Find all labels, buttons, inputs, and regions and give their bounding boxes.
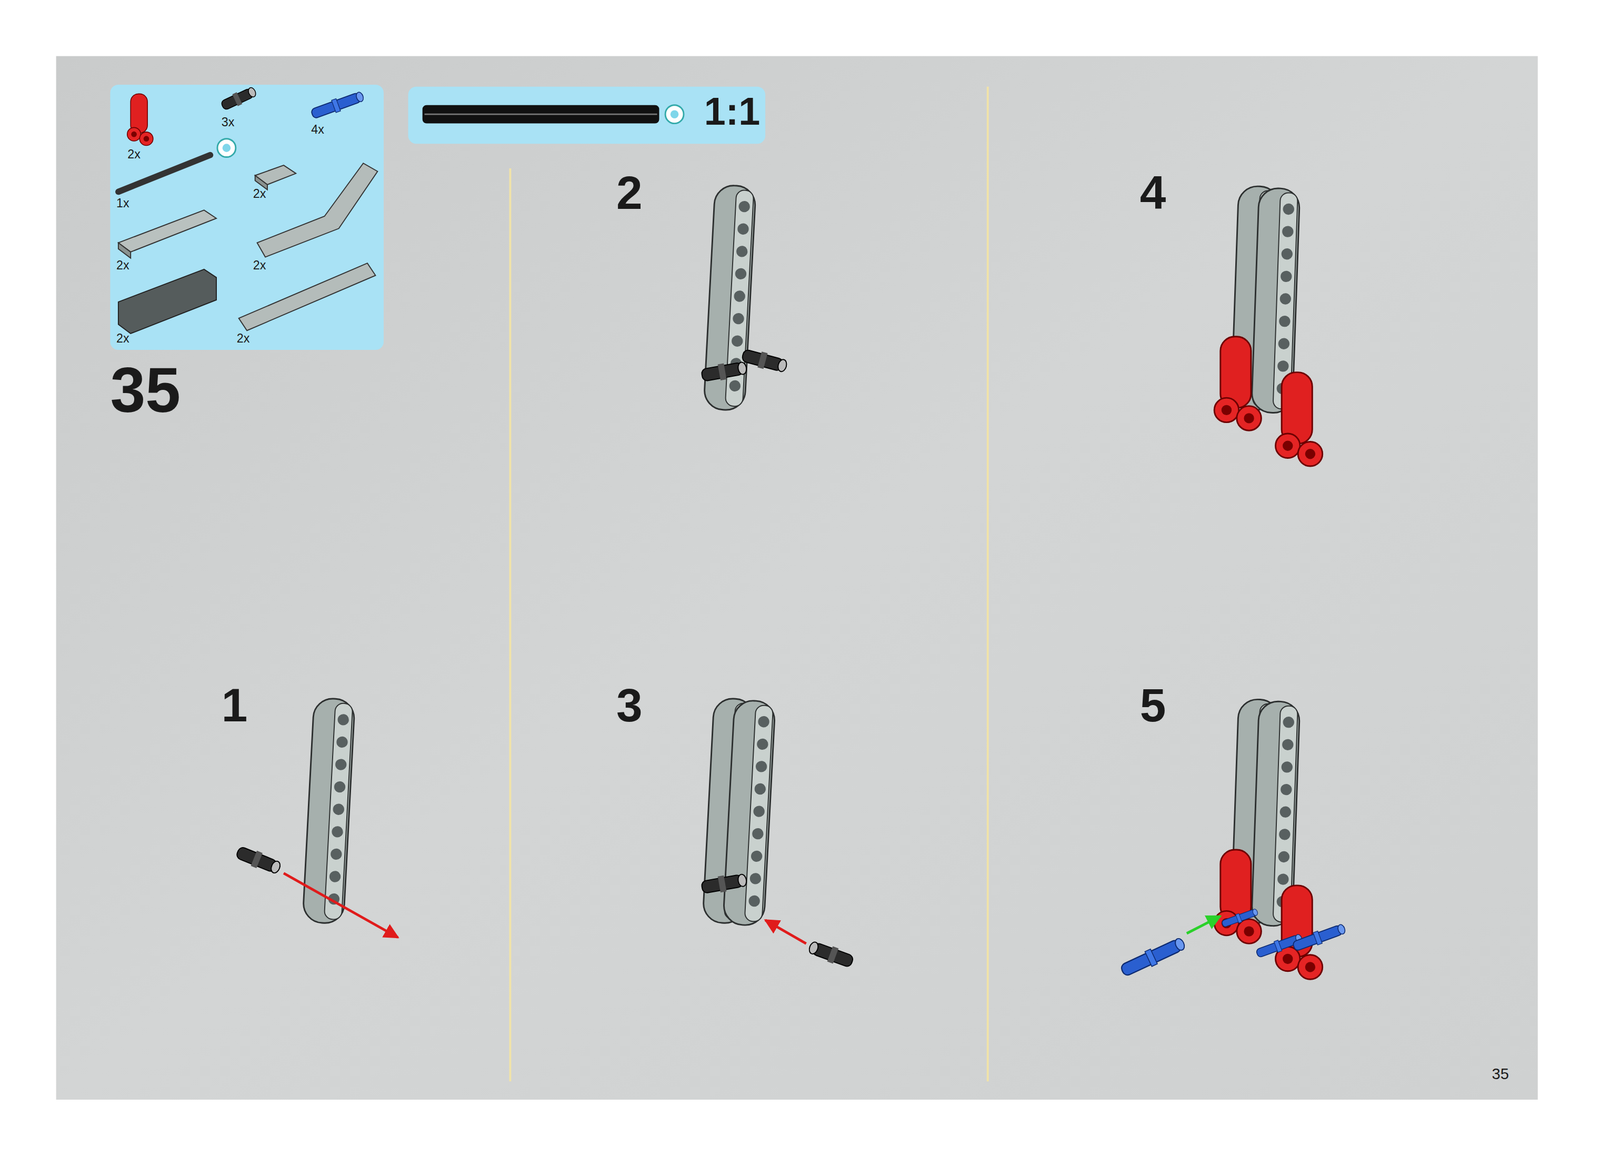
substep-number: 2 <box>616 169 643 217</box>
substep-number: 1 <box>221 681 248 729</box>
substep-number: 3 <box>616 681 643 729</box>
part-count: 1x <box>116 196 130 209</box>
scale-label: 1:1 <box>704 91 760 131</box>
part-count: 2x <box>116 258 130 272</box>
part-count: 2x <box>253 258 267 272</box>
part-count: 2x <box>127 147 141 160</box>
substep-number: 4 <box>1140 169 1167 217</box>
part-count: 3x <box>221 116 235 129</box>
part-count: 2x <box>236 332 250 345</box>
step-number: 35 <box>110 358 181 423</box>
part-count: 4x <box>311 123 325 136</box>
page-number: 35 <box>1492 1066 1509 1082</box>
part-count: 2x <box>253 187 267 200</box>
part-count: 2x <box>116 332 130 345</box>
substep-number: 5 <box>1140 681 1167 729</box>
